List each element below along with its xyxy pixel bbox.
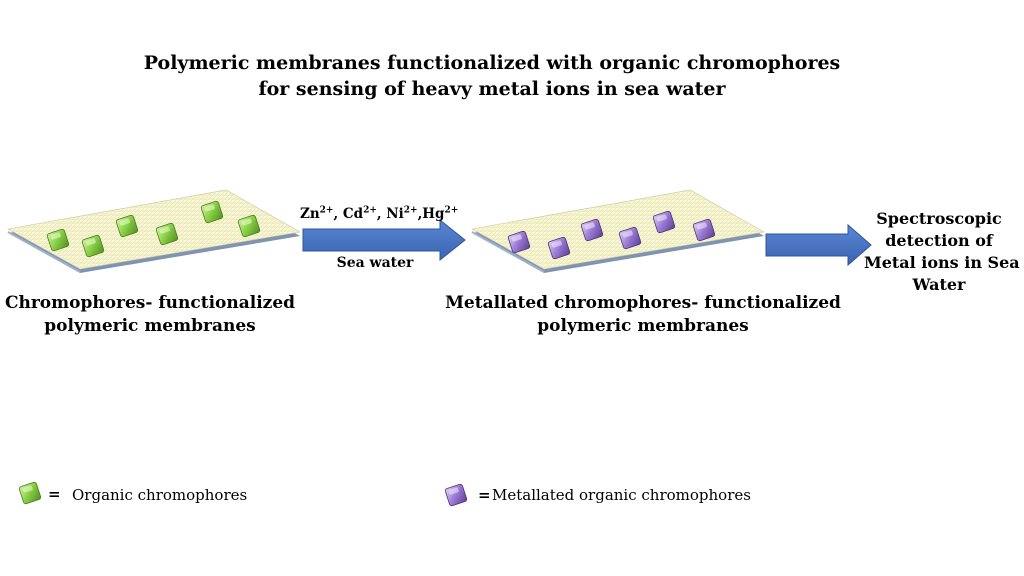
- result-label-line-1: Spectroscopic: [876, 209, 1002, 228]
- purple-chromophore: [547, 236, 571, 260]
- ion-separator: ,: [333, 206, 343, 222]
- sea-water-label: Sea water: [336, 255, 414, 271]
- green-chromophore: [200, 200, 224, 224]
- metal-ions-label: Zn2+, Cd2+, Ni2+,Hg2+: [300, 205, 458, 222]
- result-label-line-4: Water: [912, 275, 966, 294]
- legend-purple-equals: =: [478, 486, 491, 504]
- title-line-1: Polymeric membranes functionalized with …: [143, 52, 841, 74]
- membrane-2: [471, 189, 765, 273]
- step-1-label-line-1: Chromophores- functionalized: [4, 293, 296, 313]
- title-line-2: for sensing of heavy metal ions in sea w…: [258, 78, 726, 100]
- green-chromophore: [115, 214, 139, 238]
- step-2-label-line-1: Metallated chromophores- functionalized: [445, 293, 841, 313]
- step-2-label: Metallated chromophores- functionalized …: [443, 292, 843, 338]
- ion-symbol: Zn: [300, 206, 320, 222]
- membrane-2-left-edge: [471, 231, 545, 273]
- diagram-title: Polymeric membranes functionalized with …: [0, 50, 984, 102]
- ion-separator: ,: [417, 206, 423, 222]
- purple-chromophore: [652, 210, 676, 234]
- ion-separator: ,: [376, 206, 387, 222]
- result-label-line-3: Metal ions in Sea: [864, 253, 1020, 272]
- ion-symbol: Cd: [342, 206, 364, 222]
- green-chromophore: [155, 222, 179, 246]
- legend-green-label: Organic chromophores: [72, 486, 248, 504]
- purple-chromophore: [618, 226, 642, 250]
- ion-charge: 2+: [403, 205, 418, 216]
- purple-chromophores: [507, 210, 716, 260]
- result-label: Spectroscopic detection of Metal ions in…: [864, 208, 1020, 296]
- arrow-1: [302, 218, 466, 262]
- ion-charge: 2+: [363, 205, 377, 216]
- legend-green-equals: =: [48, 485, 61, 503]
- legend-purple-icon: [444, 483, 468, 507]
- legend-green-icon: [18, 481, 42, 505]
- ion-symbol: Hg: [422, 206, 445, 222]
- legend-purple-label: Metallated organic chromophores: [492, 486, 751, 504]
- membrane-1: [7, 189, 301, 273]
- green-chromophore: [237, 214, 261, 238]
- ion-charge: 2+: [319, 205, 334, 216]
- result-label-line-2: detection of: [885, 231, 993, 250]
- membrane-1-left-edge: [7, 231, 81, 273]
- ion-symbol: Ni: [386, 206, 404, 222]
- ion-charge: 2+: [444, 205, 459, 216]
- green-chromophore: [81, 234, 105, 258]
- step-1-label-line-2: polymeric membranes: [44, 316, 256, 336]
- purple-chromophore: [692, 218, 716, 242]
- purple-chromophore: [507, 230, 531, 254]
- purple-chromophore: [580, 218, 604, 242]
- step-2-label-line-2: polymeric membranes: [537, 316, 749, 336]
- green-chromophores: [46, 200, 261, 258]
- step-1-label: Chromophores- functionalized polymeric m…: [0, 292, 300, 338]
- green-chromophore: [46, 228, 70, 252]
- arrow-2: [765, 223, 872, 267]
- membrane-1-surface: [7, 189, 301, 270]
- membrane-2-surface: [471, 189, 765, 270]
